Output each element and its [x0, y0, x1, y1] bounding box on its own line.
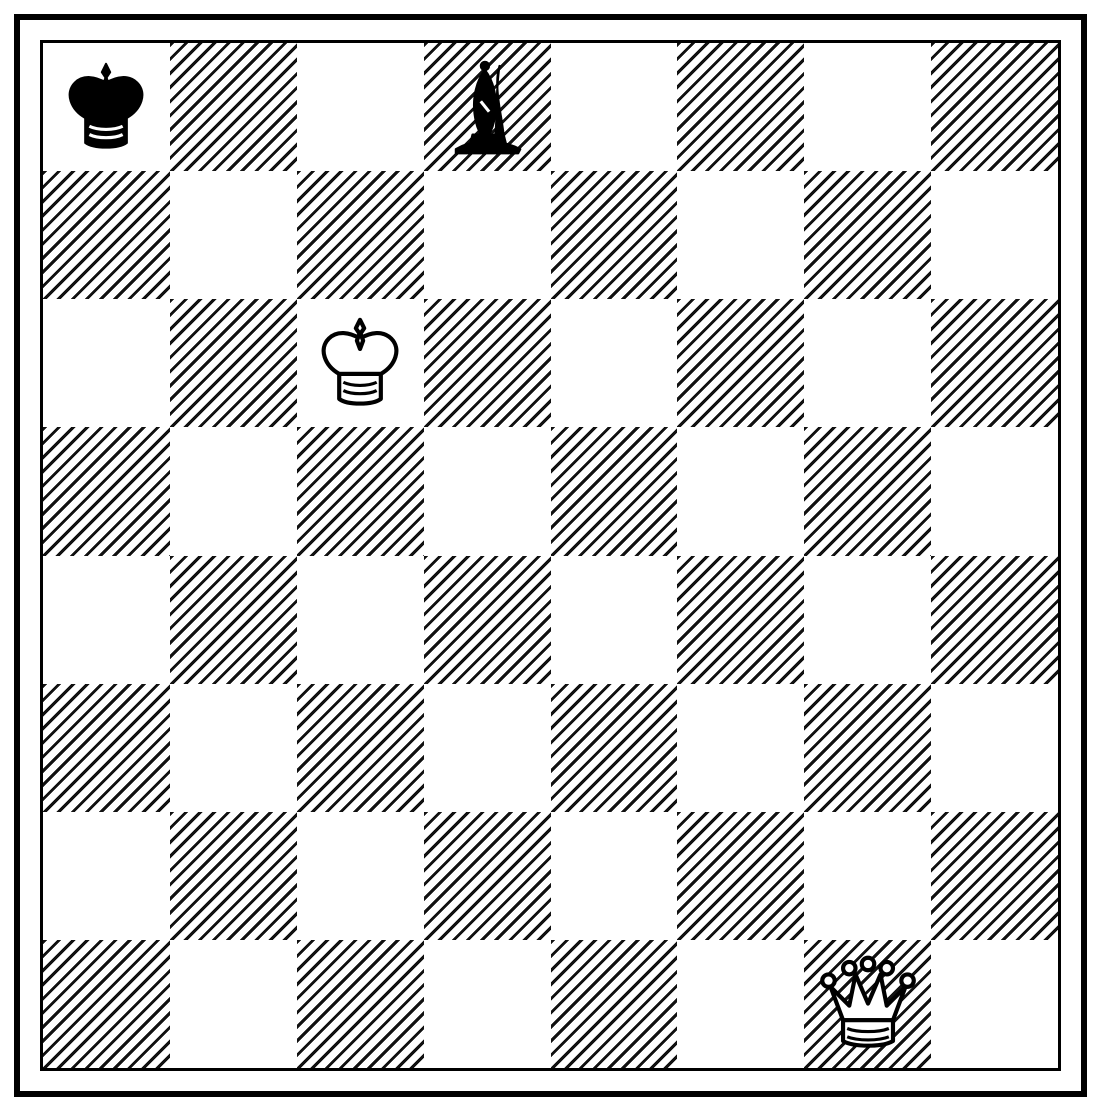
square-a2[interactable]	[43, 812, 170, 940]
square-a5[interactable]	[43, 427, 170, 555]
square-a6[interactable]	[43, 299, 170, 427]
square-d1[interactable]	[424, 940, 551, 1068]
square-b2[interactable]	[170, 812, 297, 940]
square-a8[interactable]	[43, 43, 170, 171]
square-f5[interactable]	[677, 427, 804, 555]
square-e2[interactable]	[551, 812, 678, 940]
square-g8[interactable]	[804, 43, 931, 171]
square-g7[interactable]	[804, 171, 931, 299]
square-g1[interactable]	[804, 940, 931, 1068]
square-d8[interactable]	[424, 43, 551, 171]
square-b3[interactable]	[170, 684, 297, 812]
square-c4[interactable]	[297, 556, 424, 684]
square-b7[interactable]	[170, 171, 297, 299]
square-h5[interactable]	[931, 427, 1058, 555]
square-d7[interactable]	[424, 171, 551, 299]
square-c5[interactable]	[297, 427, 424, 555]
square-e5[interactable]	[551, 427, 678, 555]
square-d2[interactable]	[424, 812, 551, 940]
square-e6[interactable]	[551, 299, 678, 427]
square-b4[interactable]	[170, 556, 297, 684]
square-d4[interactable]	[424, 556, 551, 684]
square-b8[interactable]	[170, 43, 297, 171]
square-a4[interactable]	[43, 556, 170, 684]
square-f3[interactable]	[677, 684, 804, 812]
square-h2[interactable]	[931, 812, 1058, 940]
square-d3[interactable]	[424, 684, 551, 812]
white-queen-icon[interactable]	[804, 940, 931, 1068]
square-h4[interactable]	[931, 556, 1058, 684]
square-c7[interactable]	[297, 171, 424, 299]
square-a1[interactable]	[43, 940, 170, 1068]
square-g4[interactable]	[804, 556, 931, 684]
chess-diagram-frame	[14, 14, 1087, 1097]
white-king-icon[interactable]	[297, 299, 424, 427]
square-c6[interactable]	[297, 299, 424, 427]
square-f6[interactable]	[677, 299, 804, 427]
square-g6[interactable]	[804, 299, 931, 427]
square-g5[interactable]	[804, 427, 931, 555]
square-b5[interactable]	[170, 427, 297, 555]
square-a3[interactable]	[43, 684, 170, 812]
square-h3[interactable]	[931, 684, 1058, 812]
chess-board-grid	[43, 43, 1058, 1068]
black-bishop-icon[interactable]	[424, 43, 551, 171]
square-a7[interactable]	[43, 171, 170, 299]
square-c2[interactable]	[297, 812, 424, 940]
square-f4[interactable]	[677, 556, 804, 684]
black-king-icon[interactable]	[43, 43, 170, 171]
square-c1[interactable]	[297, 940, 424, 1068]
square-e3[interactable]	[551, 684, 678, 812]
square-d6[interactable]	[424, 299, 551, 427]
square-h6[interactable]	[931, 299, 1058, 427]
square-e1[interactable]	[551, 940, 678, 1068]
square-f8[interactable]	[677, 43, 804, 171]
square-g2[interactable]	[804, 812, 931, 940]
square-f1[interactable]	[677, 940, 804, 1068]
square-c8[interactable]	[297, 43, 424, 171]
square-d5[interactable]	[424, 427, 551, 555]
square-f7[interactable]	[677, 171, 804, 299]
chess-board	[40, 40, 1061, 1071]
square-e8[interactable]	[551, 43, 678, 171]
square-b6[interactable]	[170, 299, 297, 427]
square-h8[interactable]	[931, 43, 1058, 171]
square-e7[interactable]	[551, 171, 678, 299]
square-e4[interactable]	[551, 556, 678, 684]
square-c3[interactable]	[297, 684, 424, 812]
square-h7[interactable]	[931, 171, 1058, 299]
square-f2[interactable]	[677, 812, 804, 940]
square-b1[interactable]	[170, 940, 297, 1068]
square-g3[interactable]	[804, 684, 931, 812]
square-h1[interactable]	[931, 940, 1058, 1068]
